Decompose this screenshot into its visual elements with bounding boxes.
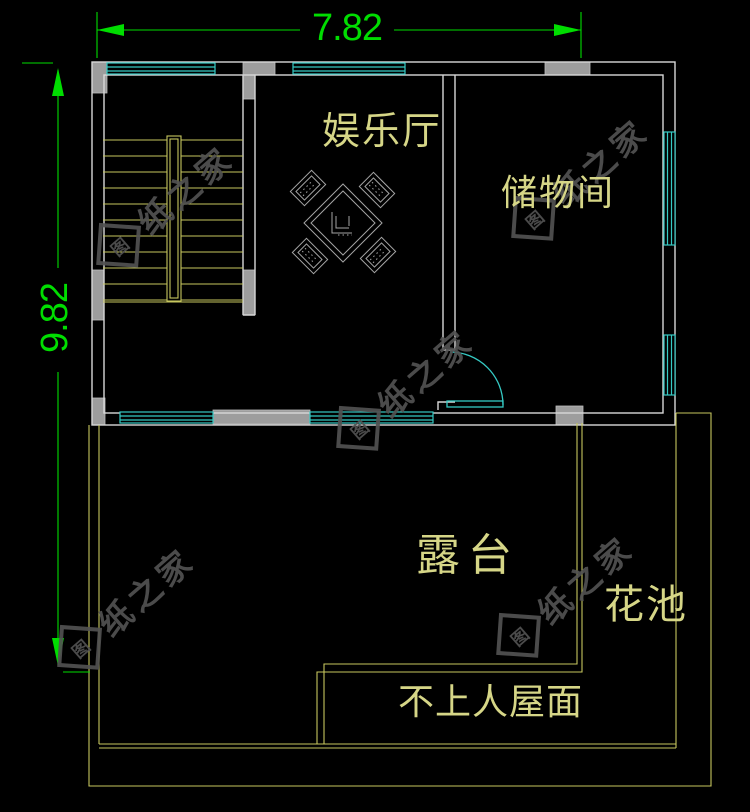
room-label-inaccessible-roof: 不上人屋面 [398, 681, 584, 722]
dimension-lines [22, 12, 582, 673]
terrace-outline [88, 412, 712, 787]
dimension-arrows [52, 24, 581, 666]
chair [359, 236, 397, 274]
left-dimension-label: 9.82 [34, 283, 76, 353]
windows [106, 62, 676, 424]
room-label-entertainment-hall: 娱乐厅 [322, 111, 443, 153]
mahjong-table [289, 169, 397, 275]
room-label-flower-bed: 花池 [604, 583, 688, 627]
watermark-logo-icon: 图 [336, 405, 381, 451]
watermark-logo-icon: 图 [96, 222, 141, 268]
staircase [103, 135, 243, 303]
top-dimension-label: 7.82 [312, 7, 383, 49]
chair [291, 237, 329, 275]
watermark-logo-icon: 图 [57, 624, 102, 670]
room-label-terrace: 露台 [416, 531, 520, 580]
chair [358, 171, 396, 209]
watermark-logo-icon: 图 [496, 612, 541, 658]
chair [289, 169, 327, 207]
door-swing [446, 351, 504, 408]
room-label-storage-room: 储物间 [501, 172, 616, 213]
